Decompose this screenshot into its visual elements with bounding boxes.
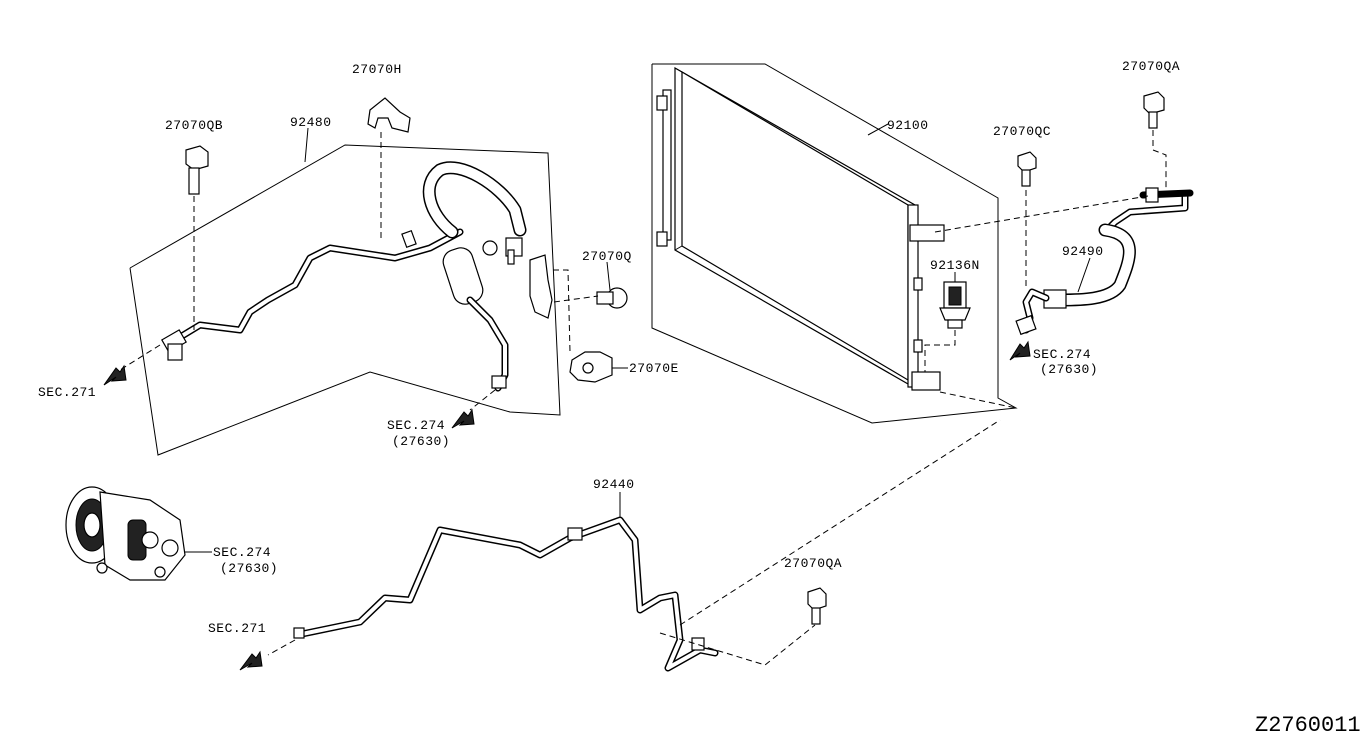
arrow-sec274-right — [1009, 340, 1031, 361]
pressure-sensor-92136N — [924, 272, 971, 372]
label-27070H: 27070H — [352, 62, 402, 77]
label-sec274-right: SEC.274 — [1033, 347, 1091, 362]
label-27070QA-top: 27070QA — [1122, 59, 1180, 74]
label-92490: 92490 — [1062, 244, 1104, 259]
label-27070Q: 27070Q — [582, 249, 632, 264]
label-sec274-compressor: SEC.274 — [213, 545, 271, 560]
hose-92490 — [934, 91, 1194, 336]
o-ring-fitting — [482, 240, 498, 256]
hose-fitting-top — [1145, 187, 1159, 203]
clamp-27070E — [569, 351, 613, 383]
label-sec274-mid: SEC.274 — [387, 418, 445, 433]
bolt-27070QB — [185, 145, 209, 195]
clip-27070H — [367, 97, 411, 133]
diagram-reference-code: Z2760011 — [1255, 713, 1361, 736]
label-sec274-right-sub: (27630) — [1040, 362, 1098, 377]
bolt-27070QA-top — [1143, 91, 1165, 129]
pipe-joint-92440 — [567, 527, 583, 541]
pipe-end-fitting-lower — [491, 375, 507, 389]
label-27070QA-bottom: 27070QA — [784, 556, 842, 571]
label-92136N: 92136N — [930, 258, 980, 273]
pipe-end-fitting-left — [161, 329, 187, 361]
condenser-92100 — [651, 63, 1018, 424]
label-sec271-bottom: SEC.271 — [208, 621, 266, 636]
arrow-sec274-mid — [451, 408, 475, 429]
label-92480: 92480 — [290, 115, 332, 130]
bolt-27070QC — [1017, 151, 1037, 187]
bolt-27070QA-bottom — [807, 587, 827, 625]
mounting-bracket — [529, 254, 553, 319]
muffler-body — [442, 247, 484, 305]
label-92100: 92100 — [887, 118, 929, 133]
label-27070QB: 27070QB — [165, 118, 223, 133]
arrow-sec271-bottom — [239, 650, 263, 671]
label-27070E: 27070E — [629, 361, 679, 376]
assembly-frame-condenser — [651, 63, 1018, 424]
pipe-assembly-92480 — [119, 97, 628, 456]
assembly-frame-left — [129, 144, 561, 456]
label-sec274-compressor-sub: (27630) — [220, 561, 278, 576]
bolt-27070Q — [596, 287, 628, 309]
label-sec274-mid-sub: (27630) — [392, 434, 450, 449]
label-92440: 92440 — [593, 477, 635, 492]
label-sec271-left: SEC.271 — [38, 385, 96, 400]
compressor — [65, 486, 212, 581]
pipe-92440 — [267, 391, 1017, 672]
arrow-sec271-left — [103, 364, 127, 386]
label-27070QC: 27070QC — [993, 124, 1051, 139]
